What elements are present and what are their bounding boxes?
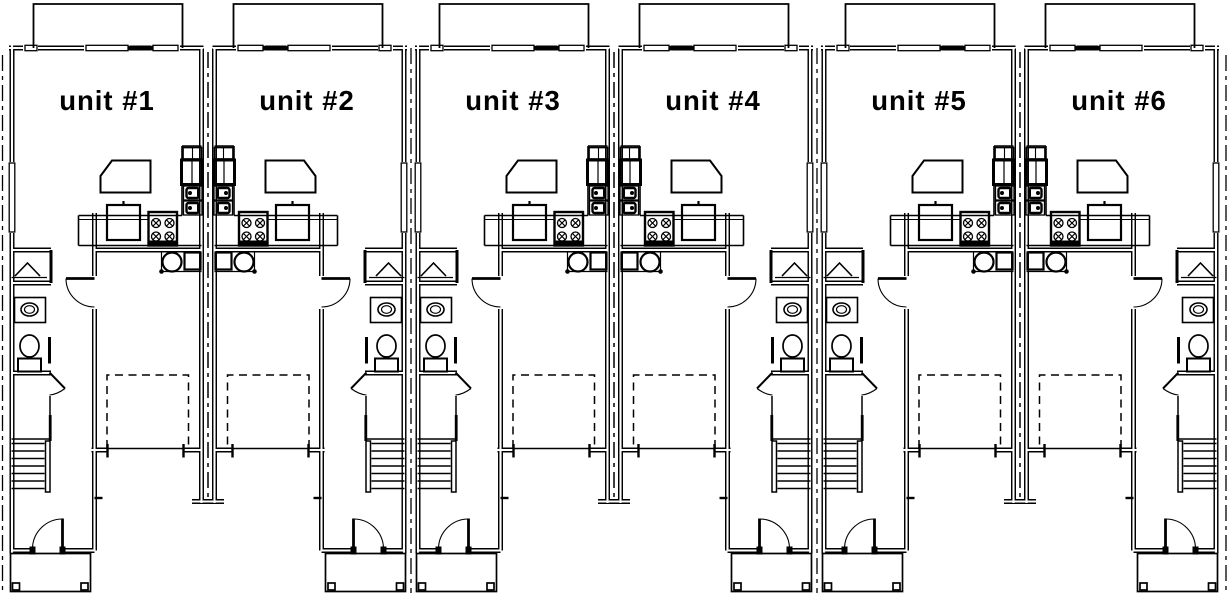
unit-label: unit #4 (665, 85, 761, 116)
unit-label: unit #1 (59, 85, 155, 116)
unit-label: unit #3 (465, 85, 561, 116)
unit-label: unit #6 (1071, 85, 1167, 116)
unit-label: unit #5 (871, 85, 967, 116)
unit-label: unit #2 (259, 85, 355, 116)
property-lines (1, 48, 1227, 593)
